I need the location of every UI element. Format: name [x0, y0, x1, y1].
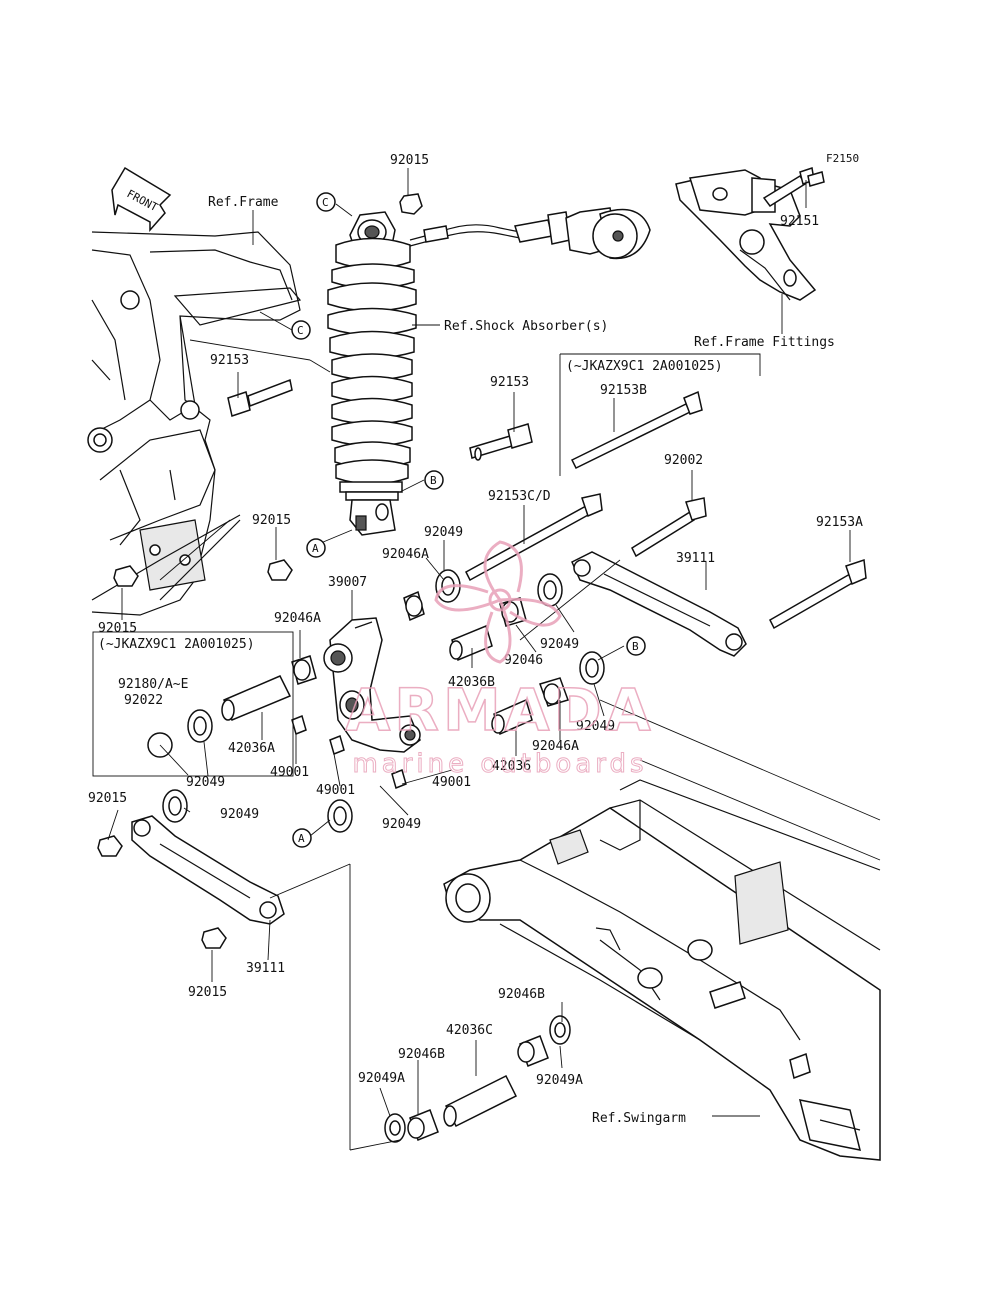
nut-92015-top: [399, 193, 423, 215]
label-42036C: 42036C: [446, 1023, 493, 1038]
label-92022: 92022: [124, 693, 163, 708]
label-39111-lower: 39111: [246, 961, 285, 976]
label-92151: 92151: [780, 214, 819, 229]
label-42036A: 42036A: [228, 741, 275, 756]
watermark: ARMADA marine outboards: [345, 540, 654, 780]
bolt-92153-center: [469, 423, 533, 461]
nut-92015-frame: [113, 565, 139, 587]
label-92049-a: 92049: [424, 525, 463, 540]
svg-text:C: C: [297, 324, 304, 337]
bolt-92153B: [570, 390, 703, 470]
front-arrow-icon: FRONT: [111, 166, 172, 232]
label-92015-mid: 92015: [252, 513, 291, 528]
bolt-92153-left: [227, 378, 293, 417]
washers-and-collars: [147, 569, 605, 1143]
nut-92015-bottom: [201, 927, 227, 949]
label-92046: 92046: [504, 653, 543, 668]
shock-absorber-drawing: [327, 211, 521, 536]
label-serial-top: (~JKAZX9C1 2A001025): [566, 359, 723, 374]
label-49001-a: 49001: [270, 765, 309, 780]
label-39111-upper: 39111: [676, 551, 715, 566]
callout-C-top: C: [316, 192, 336, 212]
label-92153-center: 92153: [490, 375, 529, 390]
bolt-92151: [807, 171, 825, 187]
label-92015-top: 92015: [390, 153, 429, 168]
svg-text:C: C: [322, 196, 329, 209]
figure-code: F2150: [826, 152, 859, 165]
label-92153A: 92153A: [816, 515, 863, 530]
bolt-92002: [631, 497, 707, 558]
label-92153-left: 92153: [210, 353, 249, 368]
label-serial-left: (~JKAZX9C1 2A001025): [98, 637, 255, 652]
label-92153B: 92153B: [600, 383, 647, 398]
label-92015-lower: 92015: [88, 791, 127, 806]
bolt-92153CD: [465, 493, 603, 582]
nut-92015-lower: [97, 835, 123, 857]
swingarm-drawing: [443, 559, 881, 1161]
callout-B-linkage: B: [626, 636, 646, 656]
bolt-92153A: [769, 558, 867, 630]
serial-box-left: [92, 631, 294, 777]
label-ref-swingarm: Ref.Swingarm: [592, 1111, 686, 1126]
label-92049-b: 92049: [540, 637, 579, 652]
rocker-arm-39007: [323, 617, 421, 753]
label-39007: 39007: [328, 575, 367, 590]
label-ref-shock: Ref.Shock Absorber(s): [444, 319, 608, 334]
svg-text:A: A: [298, 832, 305, 845]
watermark-brand: ARMADA: [345, 676, 654, 744]
label-49001-b: 49001: [432, 775, 471, 790]
watermark-tagline: marine outboards: [352, 749, 647, 779]
callout-A-shock: A: [306, 538, 326, 558]
nut-92015-mid: [267, 559, 293, 581]
label-42036: 42036: [492, 759, 531, 774]
label-92049-d: 92049: [186, 775, 225, 790]
frame-drawing: [87, 231, 302, 616]
label-92049A-b: 92049A: [358, 1071, 405, 1086]
label-92046A-c: 92046A: [532, 739, 579, 754]
label-92015-frame: 92015: [98, 621, 137, 636]
label-92180: 92180/A~E: [118, 677, 188, 692]
tie-rod-39111-upper: [571, 551, 747, 657]
propeller-logo-icon: [434, 540, 562, 664]
label-42036B: 42036B: [448, 675, 495, 690]
label-92049-f: 92049: [382, 817, 421, 832]
svg-text:B: B: [430, 474, 437, 487]
label-92046A-a: 92046A: [382, 547, 429, 562]
label-92002: 92002: [664, 453, 703, 468]
label-92015-bottom: 92015: [188, 985, 227, 1000]
tie-rod-39111-lower: [131, 815, 285, 925]
label-92046B-b: 92046B: [398, 1047, 445, 1062]
callout-A-linkage: A: [292, 828, 312, 848]
svg-text:B: B: [632, 640, 639, 653]
label-92049-e: 92049: [220, 807, 259, 822]
leader-lines: [107, 168, 851, 1151]
callout-B-shock: B: [424, 470, 444, 490]
label-92049A-a: 92049A: [536, 1073, 583, 1088]
svg-text:A: A: [312, 542, 319, 555]
callout-C-frame: C: [291, 320, 311, 340]
serial-box-top: [559, 353, 761, 476]
label-ref-frame: Ref.Frame: [208, 195, 279, 210]
frame-fittings-drawing: [675, 167, 817, 301]
label-ref-frame-fittings: Ref.Frame Fittings: [694, 335, 835, 350]
reservoir-drawing: [514, 207, 651, 260]
label-92046A-b: 92046A: [274, 611, 321, 626]
label-49001-c: 49001: [316, 783, 355, 798]
label-92049-c: 92049: [576, 719, 615, 734]
label-92046B-a: 92046B: [498, 987, 545, 1002]
label-92153CD: 92153C/D: [488, 489, 551, 504]
part-labels: 92015 Ref.Frame 92151 Ref.Shock Absorber…: [88, 153, 863, 1126]
